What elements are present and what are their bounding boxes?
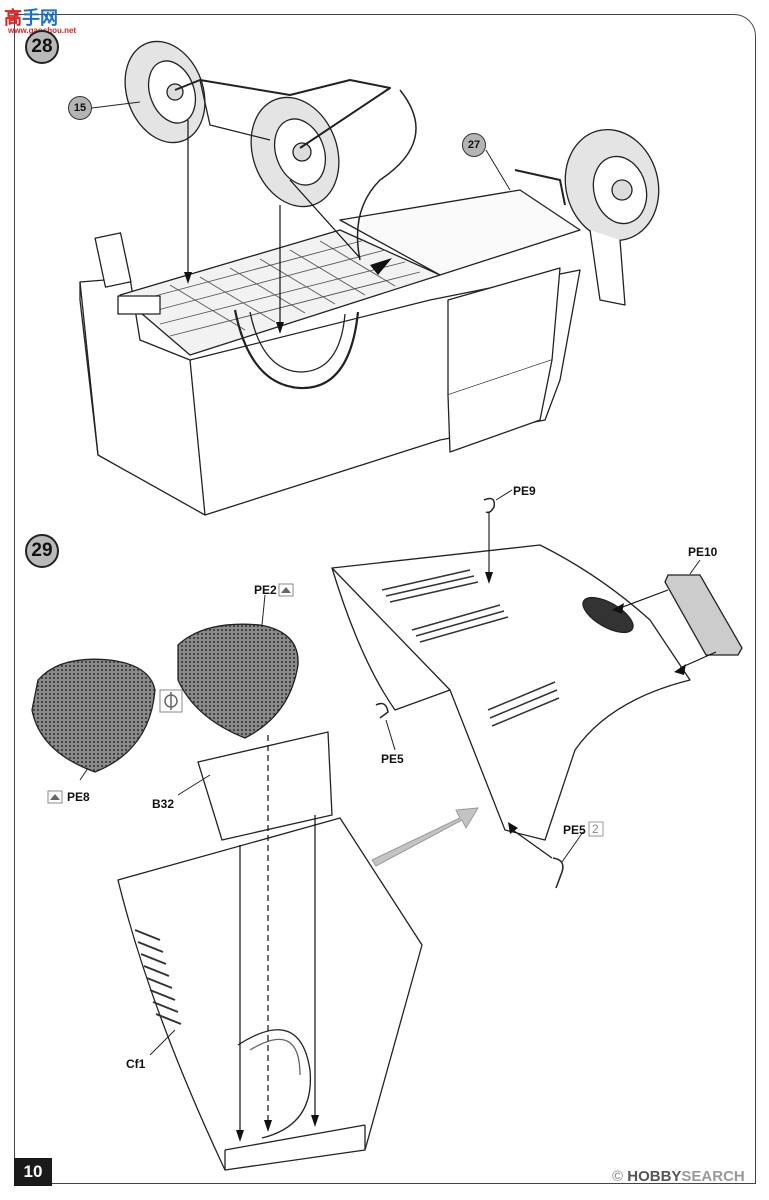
b32-panel bbox=[197, 731, 333, 841]
pe2-mesh-screen bbox=[177, 623, 299, 739]
label-pe10: PE10 bbox=[688, 545, 718, 559]
process-arrow bbox=[371, 807, 479, 867]
step-29-badge: 29 bbox=[25, 534, 59, 568]
step-28-badge: 28 bbox=[25, 30, 59, 64]
page-frame bbox=[14, 14, 756, 1184]
pe5-clip-right bbox=[552, 857, 564, 889]
pe5-clip-left bbox=[375, 702, 389, 719]
label-b32: B32 bbox=[152, 797, 175, 811]
rear-wheel-right bbox=[250, 96, 340, 208]
pe9-clip bbox=[483, 497, 496, 514]
cable bbox=[356, 89, 417, 261]
watermark-hobbysearch: © HOBBYSEARCH bbox=[612, 1168, 745, 1185]
rear-axle bbox=[174, 79, 391, 149]
front-wheel bbox=[564, 128, 660, 242]
pe5-qty-icon bbox=[588, 821, 604, 837]
label-pe5-right: PE5 bbox=[563, 823, 586, 837]
label-pe5-left: PE5 bbox=[381, 752, 404, 766]
seat-loop bbox=[233, 309, 360, 390]
pe10-plate bbox=[664, 574, 743, 656]
pe8-mesh-screen bbox=[31, 658, 156, 773]
cf1-housing bbox=[117, 817, 423, 1171]
label-pe2: PE2 bbox=[254, 583, 277, 597]
rear-wheel-left bbox=[124, 40, 206, 144]
label-pe9: PE9 bbox=[513, 484, 536, 498]
ref-badge-15: 15 bbox=[68, 96, 92, 120]
ref-badge-27: 27 bbox=[462, 133, 486, 157]
engine-cover bbox=[339, 189, 581, 276]
watermark-logo: 高手网 bbox=[4, 8, 58, 28]
label-pe8: PE8 bbox=[67, 790, 90, 804]
page-number: 10 bbox=[14, 1158, 52, 1186]
label-cf1: Cf1 bbox=[126, 1057, 146, 1071]
front-strut bbox=[589, 229, 626, 306]
cement-icon bbox=[159, 689, 183, 713]
label-pe5-qty: 2 bbox=[592, 822, 599, 836]
